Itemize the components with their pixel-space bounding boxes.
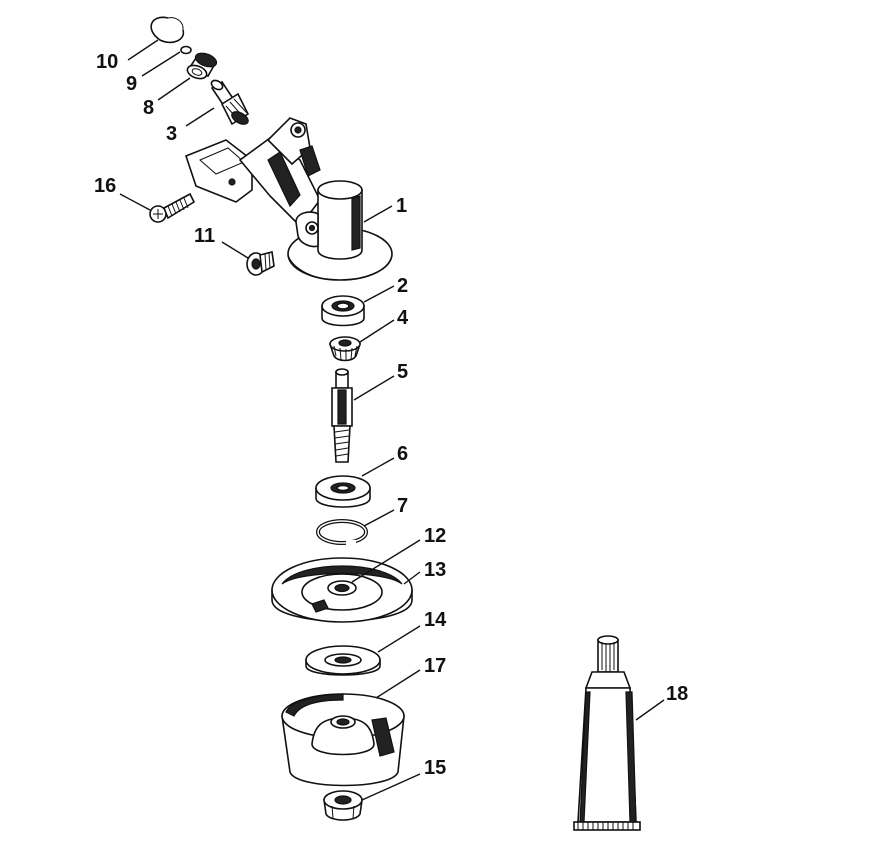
- part-10-circlip: [150, 16, 185, 44]
- part-11-plug-screw: [246, 251, 275, 276]
- part-3-bevel-pinion: [210, 79, 250, 126]
- part-16-screw: [149, 192, 196, 223]
- part-12-washer: [327, 580, 357, 596]
- part-4-bevel-gear: [328, 336, 362, 362]
- part-14-thrust-washer: [305, 645, 381, 676]
- leader-lines: [119, 39, 665, 801]
- callout-6: 6: [397, 443, 408, 465]
- callout-16: 16: [94, 175, 116, 197]
- callout-14: 14: [424, 609, 447, 631]
- callout-18: 18: [666, 683, 688, 705]
- part-17-guard-cup: [281, 693, 405, 787]
- callout-7: 7: [397, 495, 408, 517]
- callout-10: 10: [96, 51, 118, 73]
- callout-1: 1: [396, 195, 407, 217]
- part-9-ring: [180, 45, 192, 55]
- callout-9: 9: [126, 73, 137, 95]
- part-2-bearing: [321, 295, 365, 327]
- part-15-nut: [323, 790, 363, 821]
- part-18-grease-tube: [573, 635, 641, 831]
- part-5-output-shaft: [331, 368, 353, 463]
- callout-17: 17: [424, 655, 446, 677]
- callout-3: 3: [166, 123, 177, 145]
- callout-11: 11: [194, 225, 215, 247]
- part-8-bearing: [186, 52, 218, 80]
- part-6-bearing: [315, 475, 371, 508]
- part-7-circlip: [316, 519, 368, 546]
- callout-13: 13: [424, 559, 446, 581]
- callout-12: 12: [424, 525, 446, 547]
- callout-8: 8: [143, 97, 154, 119]
- callout-labels: 10 9 8 3 16 11 1 2 4 5 6 7 12 13 14 17 1…: [94, 51, 688, 779]
- callout-4: 4: [397, 307, 409, 329]
- callout-2: 2: [397, 275, 408, 297]
- part-1-gear-housing: [185, 117, 393, 281]
- callout-5: 5: [397, 361, 408, 383]
- callout-15: 15: [424, 757, 446, 779]
